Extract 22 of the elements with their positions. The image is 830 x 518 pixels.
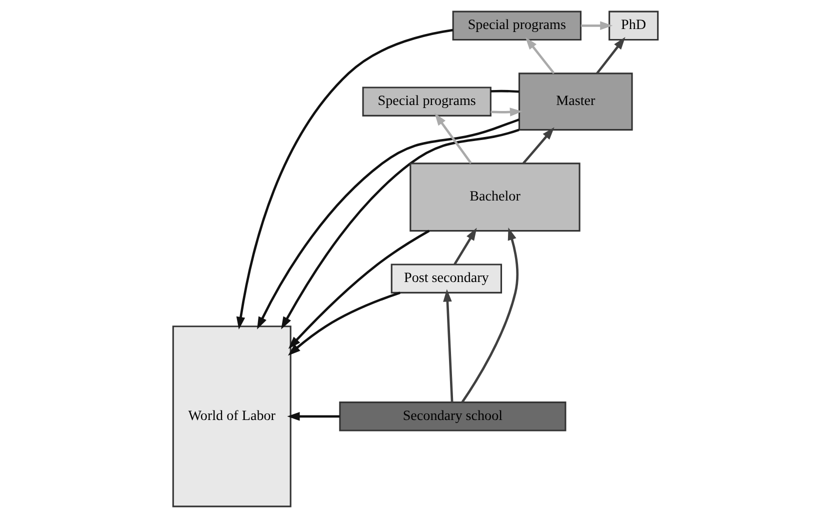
arrow (460, 228, 518, 403)
arrow (288, 230, 430, 349)
node-box: Special programs (452, 10, 582, 41)
arrow (236, 28, 453, 330)
node-box: Secondary school (338, 402, 566, 432)
arrow (522, 127, 554, 164)
node-box: Bachelor (409, 162, 580, 232)
arrow (524, 37, 554, 74)
node-box: Master (518, 72, 632, 131)
arrow (287, 292, 400, 356)
arrow (596, 37, 625, 74)
arrow (453, 228, 476, 265)
node-box: PhD (608, 10, 658, 41)
node-box: World of Labor (172, 326, 291, 508)
arrow (286, 412, 340, 421)
arrow (490, 108, 522, 116)
arrow (442, 289, 453, 402)
arrow (580, 21, 612, 30)
node-box: Post secondary (390, 264, 502, 294)
connector (490, 90, 519, 93)
arrow (434, 113, 472, 164)
node-box: Special programs (362, 86, 491, 116)
